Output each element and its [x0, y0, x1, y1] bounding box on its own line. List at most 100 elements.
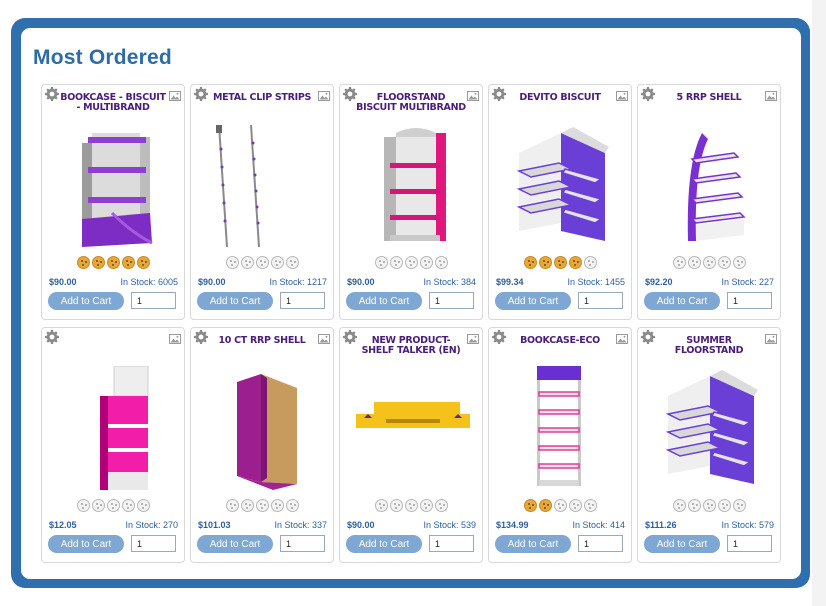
image-icon[interactable]	[765, 88, 777, 101]
rating-cookies[interactable]	[638, 499, 780, 515]
add-to-cart-button[interactable]: Add to Cart	[495, 292, 571, 310]
cookie-rating-icon[interactable]	[106, 256, 120, 269]
cookie-rating-icon[interactable]	[240, 256, 254, 269]
product-image[interactable]	[52, 123, 176, 251]
product-card-7[interactable]: 10 CT RRP Shell $101.03 In Stock: 337 Ad…	[190, 327, 334, 563]
cookie-rating-icon[interactable]	[687, 499, 701, 512]
quantity-input[interactable]	[727, 535, 772, 552]
image-icon[interactable]	[318, 88, 330, 101]
gear-icon[interactable]	[492, 87, 506, 101]
cookie-rating-icon[interactable]	[255, 256, 269, 269]
cookie-rating-icon[interactable]	[91, 499, 105, 512]
cookie-rating-icon[interactable]	[583, 499, 597, 512]
cookie-rating-icon[interactable]	[225, 256, 239, 269]
cookie-rating-icon[interactable]	[434, 256, 448, 269]
cookie-rating-icon[interactable]	[523, 499, 537, 512]
quantity-input[interactable]	[280, 292, 325, 309]
gear-icon[interactable]	[194, 330, 208, 344]
product-title[interactable]: Devito Biscuit	[519, 92, 601, 103]
cookie-rating-icon[interactable]	[538, 499, 552, 512]
product-title[interactable]: Summer Floorstand	[674, 335, 744, 356]
product-card-5[interactable]: 5 RRP Shell $92.20 In Stock: 227 Add to …	[637, 84, 781, 320]
cookie-rating-icon[interactable]	[285, 499, 299, 512]
gear-icon[interactable]	[194, 87, 208, 101]
rating-cookies[interactable]	[191, 499, 333, 515]
rating-cookies[interactable]	[489, 256, 631, 272]
cookie-rating-icon[interactable]	[702, 499, 716, 512]
cookie-rating-icon[interactable]	[121, 256, 135, 269]
cookie-rating-icon[interactable]	[285, 256, 299, 269]
image-icon[interactable]	[616, 331, 628, 344]
cookie-rating-icon[interactable]	[568, 256, 582, 269]
rating-cookies[interactable]	[42, 256, 184, 272]
gear-icon[interactable]	[492, 330, 506, 344]
cookie-rating-icon[interactable]	[717, 499, 731, 512]
add-to-cart-button[interactable]: Add to Cart	[495, 535, 571, 553]
cookie-rating-icon[interactable]	[404, 256, 418, 269]
cookie-rating-icon[interactable]	[389, 256, 403, 269]
cookie-rating-icon[interactable]	[553, 256, 567, 269]
cookie-rating-icon[interactable]	[270, 499, 284, 512]
rating-cookies[interactable]	[638, 256, 780, 272]
product-title[interactable]: 10 CT RRP Shell	[218, 335, 306, 346]
product-image[interactable]	[201, 123, 325, 251]
product-image[interactable]	[201, 366, 325, 494]
product-image[interactable]	[350, 123, 474, 251]
gear-icon[interactable]	[45, 87, 59, 101]
product-image[interactable]	[499, 123, 623, 251]
cookie-rating-icon[interactable]	[76, 499, 90, 512]
cookie-rating-icon[interactable]	[553, 499, 567, 512]
cookie-rating-icon[interactable]	[717, 256, 731, 269]
quantity-input[interactable]	[578, 292, 623, 309]
rating-cookies[interactable]	[489, 499, 631, 515]
cookie-rating-icon[interactable]	[732, 256, 746, 269]
quantity-input[interactable]	[429, 292, 474, 309]
product-card-3[interactable]: Floorstand Biscuit Multibrand $90.00 In …	[339, 84, 483, 320]
cookie-rating-icon[interactable]	[672, 499, 686, 512]
cookie-rating-icon[interactable]	[419, 499, 433, 512]
cookie-rating-icon[interactable]	[255, 499, 269, 512]
image-icon[interactable]	[616, 88, 628, 101]
product-image[interactable]	[499, 366, 623, 494]
cookie-rating-icon[interactable]	[732, 499, 746, 512]
cookie-rating-icon[interactable]	[225, 499, 239, 512]
add-to-cart-button[interactable]: Add to Cart	[346, 535, 422, 553]
cookie-rating-icon[interactable]	[136, 256, 150, 269]
product-image[interactable]	[648, 366, 772, 494]
cookie-rating-icon[interactable]	[374, 256, 388, 269]
rating-cookies[interactable]	[340, 256, 482, 272]
cookie-rating-icon[interactable]	[106, 499, 120, 512]
cookie-rating-icon[interactable]	[523, 256, 537, 269]
product-image[interactable]	[350, 366, 474, 494]
product-card-8[interactable]: New Product- Shelf Talker (EN) $90.00 In…	[339, 327, 483, 563]
cookie-rating-icon[interactable]	[568, 499, 582, 512]
add-to-cart-button[interactable]: Add to Cart	[48, 292, 124, 310]
cookie-rating-icon[interactable]	[240, 499, 254, 512]
cookie-rating-icon[interactable]	[419, 256, 433, 269]
cookie-rating-icon[interactable]	[374, 499, 388, 512]
quantity-input[interactable]	[727, 292, 772, 309]
quantity-input[interactable]	[131, 535, 176, 552]
quantity-input[interactable]	[280, 535, 325, 552]
product-card-1[interactable]: Bookcase - Biscuit - Multibrand $90.00 I…	[41, 84, 185, 320]
cookie-rating-icon[interactable]	[583, 256, 597, 269]
product-card-4[interactable]: Devito Biscuit $99.34 In Stock: 1455 Add…	[488, 84, 632, 320]
cookie-rating-icon[interactable]	[404, 499, 418, 512]
image-icon[interactable]	[318, 331, 330, 344]
cookie-rating-icon[interactable]	[76, 256, 90, 269]
quantity-input[interactable]	[429, 535, 474, 552]
product-card-6[interactable]: $12.05 In Stock: 270 Add to Cart	[41, 327, 185, 563]
add-to-cart-button[interactable]: Add to Cart	[197, 535, 273, 553]
product-title[interactable]: Floorstand Biscuit Multibrand	[356, 92, 466, 113]
product-card-10[interactable]: Summer Floorstand $111.26 In Stock: 579 …	[637, 327, 781, 563]
product-title[interactable]: Bookcase-Eco	[520, 335, 600, 346]
cookie-rating-icon[interactable]	[672, 256, 686, 269]
product-title[interactable]: New Product- Shelf Talker (EN)	[361, 335, 461, 356]
gear-icon[interactable]	[641, 330, 655, 344]
quantity-input[interactable]	[131, 292, 176, 309]
rating-cookies[interactable]	[340, 499, 482, 515]
cookie-rating-icon[interactable]	[389, 499, 403, 512]
image-icon[interactable]	[765, 331, 777, 344]
cookie-rating-icon[interactable]	[270, 256, 284, 269]
cookie-rating-icon[interactable]	[91, 256, 105, 269]
